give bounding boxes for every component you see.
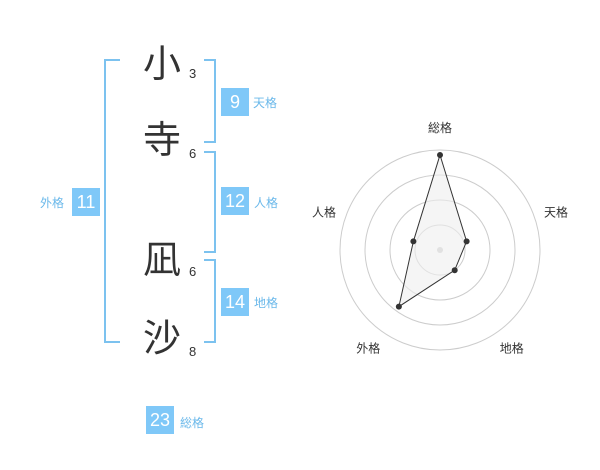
tenkaku-label: 天格: [253, 96, 278, 110]
radar-axis-label-総格: 総格: [428, 120, 452, 135]
radar-axis-label-地格: 地格: [500, 341, 524, 356]
name-char-1: 小: [142, 42, 181, 86]
radar-point-総格: [437, 152, 443, 158]
name-char-2: 寺: [142, 118, 181, 162]
chikaku-bracket: [204, 259, 216, 343]
radar-ring-4: [339, 149, 541, 351]
chikaku-score: 14: [221, 288, 249, 316]
jinkaku-score: 12: [221, 187, 249, 215]
radar-axis-label-天格: 天格: [544, 204, 568, 219]
stroke-count-3: 6: [189, 264, 197, 279]
gaikaku-score: 11: [72, 188, 100, 216]
stroke-count-2: 6: [189, 146, 197, 161]
radar-point-外格: [395, 303, 402, 310]
name-char-3: 凪: [142, 238, 181, 282]
radar-axis-label-外格: 外格: [356, 341, 380, 356]
name-char-4: 沙: [142, 316, 181, 360]
soukaku-score: 23: [146, 406, 174, 434]
jinkaku-label: 人格: [254, 196, 279, 210]
gaikaku-bracket: [104, 59, 120, 343]
gaikaku-label: 外格: [40, 196, 65, 210]
tenkaku-bracket: [204, 59, 216, 143]
tenkaku-score: 9: [221, 88, 249, 116]
radar-point-地格: [451, 267, 458, 274]
jinkaku-bracket: [204, 151, 216, 253]
chikaku-label: 地格: [254, 296, 279, 310]
radar-polygon: [398, 153, 468, 308]
stroke-count-4: 8: [189, 344, 197, 359]
radar-point-天格: [463, 238, 470, 245]
soukaku-label: 総格: [180, 416, 205, 430]
radar-point-人格: [410, 238, 417, 245]
stroke-count-1: 3: [189, 66, 197, 81]
radar-axis-label-人格: 人格: [312, 204, 336, 219]
